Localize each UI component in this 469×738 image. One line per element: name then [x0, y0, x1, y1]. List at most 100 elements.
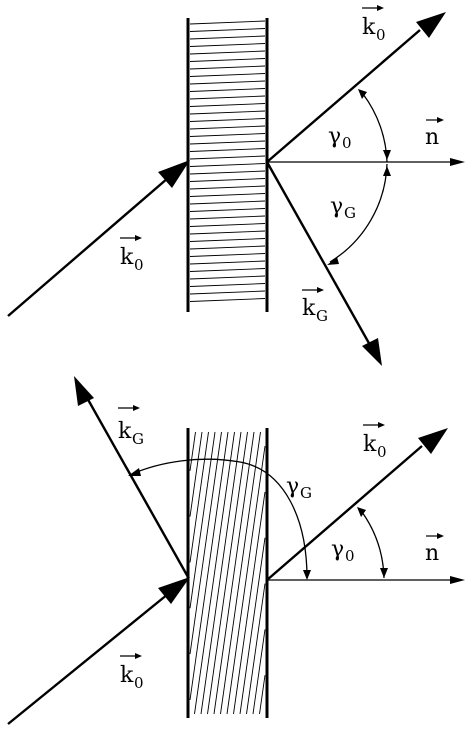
top-gamma0-arc [362, 93, 388, 163]
hatch-line [189, 245, 266, 250]
hatch-line [189, 28, 266, 32]
hatch-line [189, 215, 266, 220]
top-crystal-slab [186, 18, 269, 312]
hatch-line [189, 193, 266, 197]
hatch-line [259, 675, 266, 715]
hatch-line [189, 58, 266, 62]
bottom-label-n: n [425, 533, 444, 566]
hatch-line [189, 253, 266, 257]
bottom-k0-out-base: k [363, 432, 377, 457]
hatch-line [189, 80, 266, 85]
bottom-gamma0-base: γ [331, 537, 344, 562]
hatch-line [189, 431, 209, 563]
bottom-crystal-slab [186, 428, 269, 718]
bottom-gammaG-arc [131, 458, 308, 579]
top-label-gammaG: γ G [330, 194, 356, 222]
top-gammaG-arc [329, 163, 388, 263]
top-kG-sub: G [316, 307, 328, 325]
hatch-line [189, 260, 266, 265]
bottom-label-gammaG: γ G [286, 474, 312, 502]
top-gamma0-arc-head-b [383, 150, 391, 160]
top-n-vector-tip [437, 117, 444, 123]
top-k0-outgoing-line [266, 29, 421, 163]
top-gammaG-arc-head-a [383, 166, 391, 176]
hatch-line [194, 431, 235, 715]
bottom-label-kG: k G [118, 405, 144, 448]
top-kG-base: k [302, 296, 316, 321]
hatch-line [189, 110, 266, 115]
bottom-diagram: k G k 0 γ G γ 0 n k 0 [7, 376, 465, 725]
top-k0-outgoing-arrowhead [416, 12, 446, 38]
hatch-line [189, 35, 266, 40]
hatch-line [189, 431, 216, 609]
hatch-line [246, 583, 266, 715]
bottom-kG-line [84, 395, 190, 578]
bottom-k0-out-vector-tip [378, 422, 385, 428]
bottom-label-gamma0: γ 0 [331, 537, 355, 565]
bottom-k0-outgoing-line [266, 445, 423, 581]
top-label-k0-in: k 0 [120, 235, 144, 274]
hatch-line [189, 431, 196, 471]
hatch-line [189, 148, 266, 152]
top-label-n: n [425, 117, 444, 150]
hatch-line [189, 238, 266, 242]
hatch-line [189, 283, 266, 287]
top-k0-out-sub: 0 [376, 26, 386, 44]
hatch-line [189, 200, 266, 205]
top-slab-hatching [189, 20, 266, 302]
hatch-line [189, 275, 266, 280]
bottom-k0-in-vector-tip [135, 653, 142, 659]
bottom-gamma0-arc-head-a [357, 507, 366, 517]
top-kG-arrowhead [362, 338, 382, 366]
hatch-line [220, 431, 261, 715]
top-label-gamma0: γ 0 [328, 124, 352, 152]
hatch-line [189, 431, 203, 517]
bottom-kG-arrowhead [74, 376, 94, 406]
bottom-label-k0-in: k 0 [120, 653, 144, 692]
bottom-kG-vector-tip [133, 405, 140, 411]
bottom-kG-sub: G [132, 430, 144, 448]
top-gammaG-sub: G [344, 204, 356, 222]
top-label-k0-out: k 0 [362, 5, 386, 44]
top-k0-in-sub: 0 [134, 256, 144, 274]
bottom-gammaG-base: γ [286, 474, 299, 499]
bottom-gamma0-sub: 0 [345, 547, 355, 565]
hatch-line [189, 103, 266, 107]
bottom-k0-in-base: k [120, 663, 134, 688]
bottom-n-base: n [425, 541, 439, 566]
bottom-gammaG-arc-head-b [303, 570, 311, 580]
bottom-gamma0-arc-head-b [380, 568, 388, 578]
hatch-line [189, 50, 266, 55]
hatch-line [189, 20, 266, 25]
hatch-line [233, 491, 266, 715]
hatch-line [226, 446, 266, 715]
hatch-line [189, 230, 266, 235]
top-diagram: k 0 n γ 0 γ G k 0 k G [7, 5, 465, 366]
top-label-kG: k G [302, 287, 328, 325]
hatch-line [189, 118, 266, 122]
hatch-line [189, 73, 266, 77]
top-k0-in-vector-tip [135, 235, 142, 241]
hatch-line [189, 163, 266, 167]
hatch-line [189, 431, 229, 700]
top-gamma0-sub: 0 [342, 134, 352, 152]
hatch-line [189, 290, 266, 295]
top-gammaG-arc-head-b [327, 257, 339, 265]
hatch-line [189, 133, 266, 137]
hatch-line [189, 178, 266, 182]
hatch-line [189, 268, 266, 272]
bottom-k0-incident-arrowhead [158, 577, 190, 604]
bottom-gammaG-sub: G [300, 484, 312, 502]
bottom-normal-arrowhead [450, 576, 465, 584]
top-gammaG-base: γ [330, 194, 343, 219]
hatch-line [189, 43, 266, 47]
top-normal-arrowhead [450, 158, 465, 166]
hatch-line [189, 155, 266, 160]
hatch-line [189, 140, 266, 145]
bottom-k0-outgoing-arrowhead [418, 428, 448, 454]
bottom-slab-hatching [189, 431, 266, 715]
hatch-line [189, 125, 266, 130]
top-k0-out-vector-tip [377, 5, 384, 11]
bottom-k0-out-sub: 0 [377, 443, 387, 461]
